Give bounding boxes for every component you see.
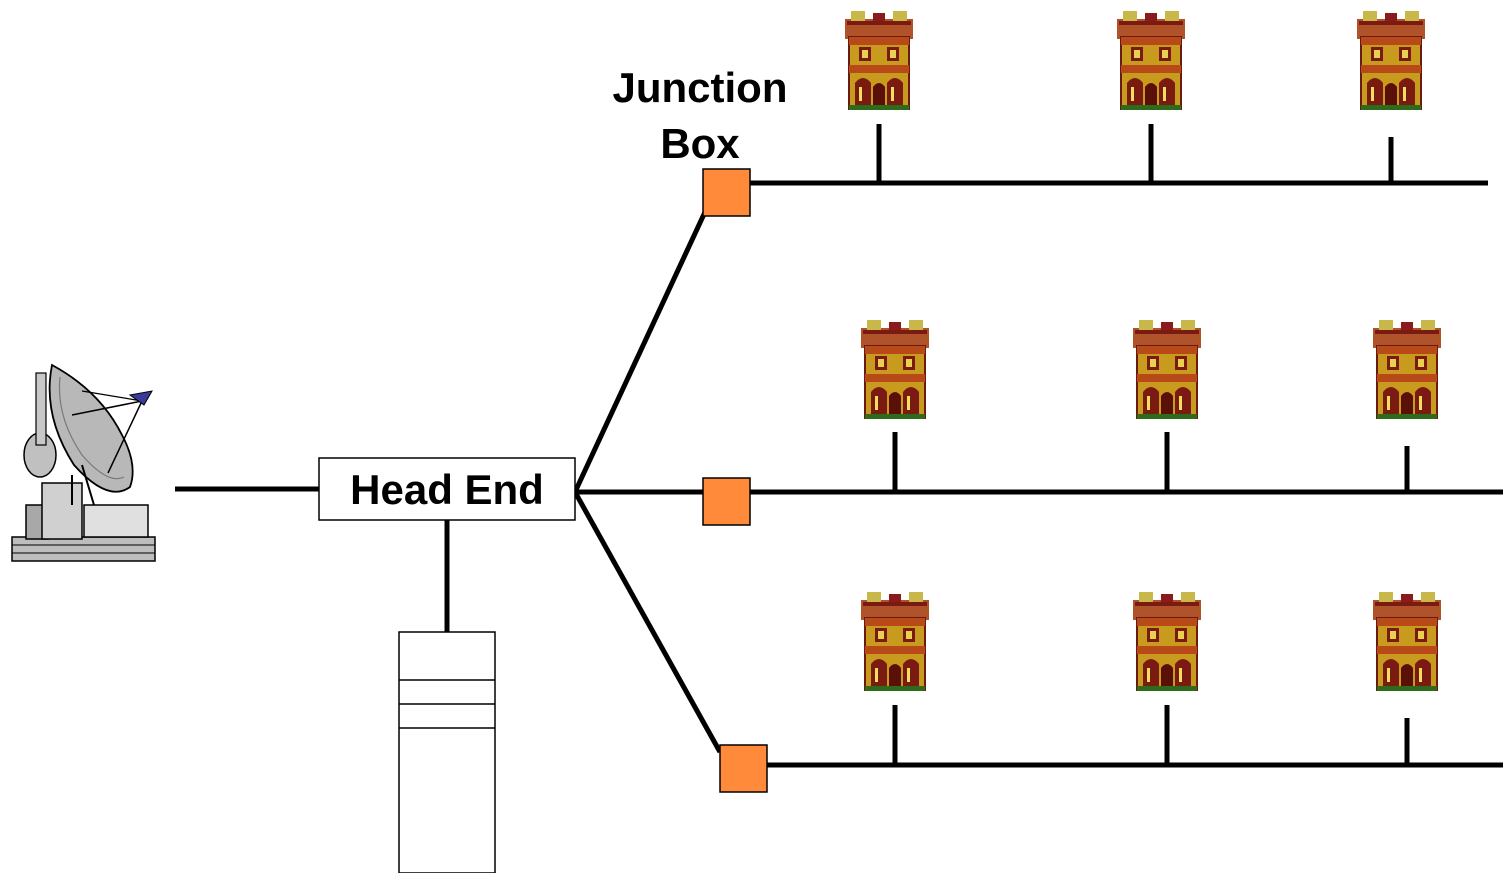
house-icon bbox=[1372, 319, 1442, 420]
house-icon bbox=[860, 591, 930, 692]
junction-box-middle bbox=[702, 477, 751, 526]
head-end: Head End bbox=[318, 457, 576, 521]
junction-box-bottom bbox=[719, 744, 768, 793]
junction-box-label-line1: Junction bbox=[613, 64, 788, 111]
cable-lines bbox=[175, 124, 1503, 768]
server-tower-icon bbox=[398, 631, 496, 873]
head-end-box bbox=[318, 457, 576, 521]
satellite-dish-icon bbox=[11, 363, 156, 562]
junction-boxes bbox=[702, 168, 768, 793]
junction-box-label-line2: Box bbox=[660, 120, 740, 167]
head-end-label: Head End bbox=[350, 466, 544, 513]
house-icon bbox=[1132, 319, 1202, 420]
house-icon bbox=[1372, 591, 1442, 692]
cable-branch-top bbox=[572, 210, 708, 494]
house-icon bbox=[1132, 591, 1202, 692]
house-icon bbox=[1116, 10, 1186, 111]
cable-branch-bottom bbox=[572, 490, 723, 754]
junction-box-top bbox=[702, 168, 751, 217]
house-icon bbox=[844, 10, 914, 111]
houses bbox=[844, 10, 1442, 692]
house-icon bbox=[1356, 10, 1426, 111]
house-icon bbox=[860, 319, 930, 420]
